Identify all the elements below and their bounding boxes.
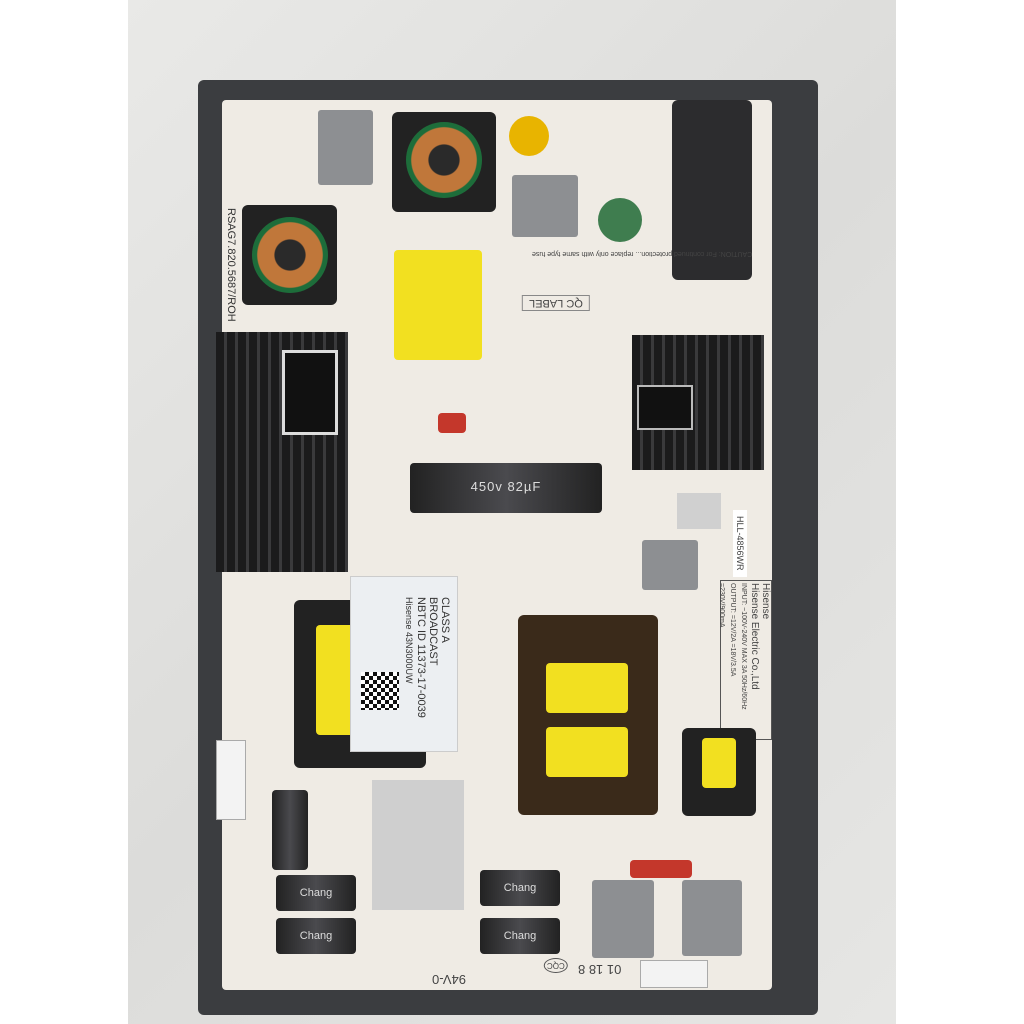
- main-transformer-right: [518, 615, 658, 815]
- thermistor: [598, 198, 642, 242]
- output-choke: [592, 880, 654, 958]
- qr-code: [361, 672, 399, 710]
- sticker-class: CLASS A: [439, 597, 451, 643]
- output-connector[interactable]: [640, 960, 708, 988]
- film-capacitor: [630, 860, 692, 878]
- varistor: [509, 116, 549, 156]
- electrolytic-capacitor: Chang: [276, 875, 356, 911]
- sticker-broadcast: BROADCAST: [427, 597, 439, 666]
- maker-output: OUTPUT: =12V/2A =18V/3.5A: [729, 583, 736, 677]
- electrolytic-capacitor: [272, 790, 308, 870]
- signal-connector[interactable]: [216, 740, 246, 820]
- output-choke: [682, 880, 742, 956]
- diode-bridge: [637, 385, 693, 430]
- model-tag: HLL-4856WR: [733, 510, 747, 577]
- maker-output2: =230V/900mA: [718, 583, 725, 628]
- y-capacitor: [642, 540, 698, 590]
- output-heatsink: [372, 780, 464, 910]
- electrolytic-capacitor: Chang: [480, 918, 560, 954]
- ac-connector: [672, 100, 752, 280]
- bulk-capacitor: 450v 82µF: [410, 463, 602, 513]
- maker-brand: Hisense: [760, 583, 771, 620]
- qc-label: QC LABEL: [522, 295, 590, 311]
- filter-choke: [318, 110, 373, 185]
- maker-input: INPUT: ~100V-240V MAX 3A 50Hz/60Hz: [740, 583, 747, 710]
- shield-can: [677, 493, 721, 529]
- sticker-model: Hisense 43N3000UW: [404, 597, 414, 684]
- cqc-mark: CQC: [544, 958, 568, 973]
- maker-company: Hisense Electric Co.,Ltd: [749, 583, 760, 690]
- rating-mark: 94V-0: [432, 972, 466, 987]
- small-transformer: [682, 728, 756, 816]
- film-capacitor: [438, 413, 466, 433]
- mosfet: [282, 350, 338, 435]
- standby-transformer: [394, 250, 482, 360]
- broadcast-sticker: CLASS A BROADCAST NBTC ID 11373-17-0039 …: [350, 576, 458, 752]
- sticker-id: NBTC ID 11373-17-0039: [415, 597, 427, 718]
- input-choke: [242, 205, 337, 305]
- board-marking: RSAG7.820.5687/ROH: [225, 208, 237, 322]
- common-mode-choke: [392, 112, 496, 212]
- date-code: 01 18 8: [578, 962, 622, 977]
- electrolytic-capacitor: Chang: [276, 918, 356, 954]
- maker-label: Hisense Hisense Electric Co.,Ltd INPUT: …: [718, 580, 772, 740]
- power-supply-board: RSAG7.820.5687/ROH CAUTION: For continue…: [216, 100, 772, 990]
- x-capacitor: [512, 175, 578, 237]
- caution-text: CAUTION: For continued protection... rep…: [532, 250, 753, 257]
- electrolytic-capacitor: Chang: [480, 870, 560, 906]
